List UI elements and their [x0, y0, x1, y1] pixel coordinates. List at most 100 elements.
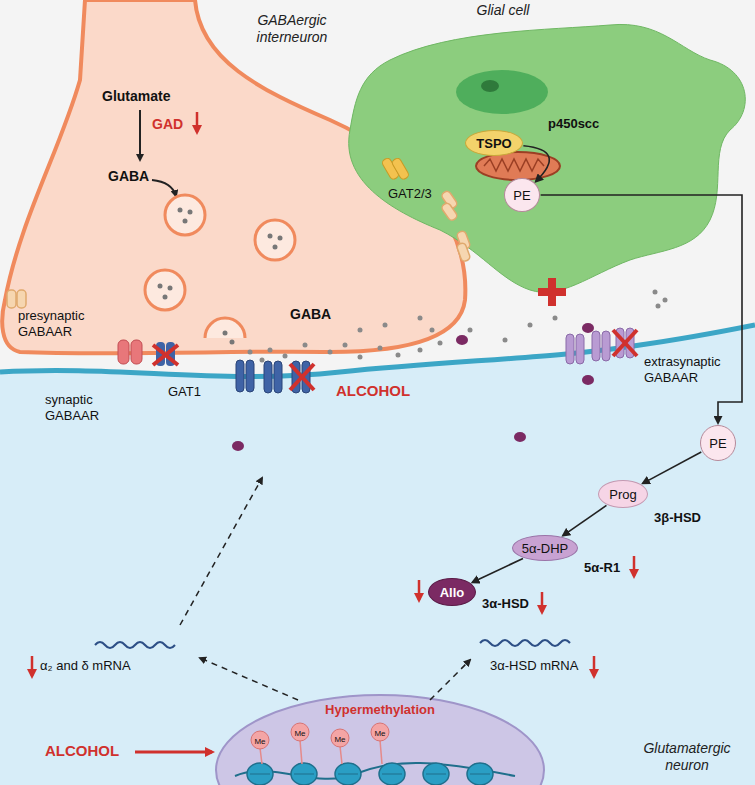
down-arrows — [633, 556, 636, 576]
node-label: PE — [709, 436, 726, 451]
glial-red-plus — [548, 278, 556, 306]
vesicle-gaba — [188, 210, 193, 215]
synaptic-receptor — [236, 360, 310, 393]
annotation-label: GAD — [152, 116, 192, 133]
cleft-gaba — [418, 348, 423, 353]
gat1-transporter — [156, 342, 175, 366]
annotation-label: α₂ and δ mRNA — [40, 658, 170, 674]
vesicle-gaba — [273, 245, 278, 250]
cleft-gaba — [468, 328, 473, 333]
cleft-gaba — [358, 355, 363, 360]
mitochondrion — [476, 152, 560, 180]
annotation-label: presynaptic GABAAR — [18, 308, 114, 339]
synaptic-receptor — [236, 360, 244, 392]
pathway-arrow — [523, 146, 549, 182]
red-cross — [290, 364, 314, 390]
gaba-to-vesicle-arrow — [152, 180, 176, 196]
cleft-gaba — [358, 328, 363, 333]
enzyme-label: p450scc — [548, 116, 599, 132]
glutamatergic-neuron: Glutamatergic neuronPEProg5α-DHPAlloHype… — [0, 300, 755, 785]
vesicle-gaba — [168, 286, 173, 291]
allopregnanolone-dots — [514, 432, 526, 442]
cleft-gaba — [383, 323, 388, 328]
vesicles — [255, 220, 295, 260]
glial-red-plus — [538, 278, 566, 306]
cleft-gaba — [268, 348, 273, 353]
cleft-gaba — [553, 316, 558, 321]
annotation-label: extrasynaptic GABAAR — [644, 354, 736, 385]
down-arrows — [541, 592, 544, 612]
transporter — [441, 202, 459, 222]
allopregnanolone-dots — [582, 375, 594, 385]
glutamate-to-gaba-arrow — [139, 110, 141, 160]
extrasynaptic-receptor — [626, 328, 634, 358]
cleft-gaba — [438, 341, 443, 346]
cleft-gaba — [653, 290, 658, 295]
annotation-label: ALCOHOL — [336, 382, 416, 400]
mitochondrion — [476, 152, 560, 180]
extrasynaptic-receptor — [566, 334, 574, 364]
node-label: Prog — [609, 487, 636, 502]
dashed-arrows — [200, 658, 298, 700]
extrasynaptic-receptor — [602, 331, 610, 361]
methyl-mark: Me — [328, 732, 352, 748]
glial-cell: Glial cellTSPOPE — [330, 0, 755, 310]
node-label: TSPO — [476, 136, 511, 151]
annotation-label: Glutamate — [102, 88, 182, 105]
allopregnanolone-dots — [232, 441, 244, 451]
glutamate-to-gaba-arrow — [140, 110, 141, 160]
transporter — [17, 290, 26, 308]
cleft-gaba — [343, 343, 348, 348]
annotation-label: 3α-HSD mRNA — [490, 658, 590, 674]
cleft-gaba — [303, 343, 308, 348]
down-arrows — [196, 112, 199, 132]
vesicle-gaba — [163, 295, 168, 300]
synaptic-receptor — [274, 361, 282, 393]
pathway-arrow — [472, 558, 523, 582]
methyl-mark: Me — [368, 726, 392, 742]
gat23-transporter — [391, 157, 410, 181]
annotation-label: GAT1 — [168, 384, 210, 400]
cleft-gaba — [430, 328, 435, 333]
down-arrows — [32, 112, 634, 676]
metabolite-circle: PE — [700, 425, 736, 461]
synaptic-receptor — [292, 361, 300, 393]
mrna-strands — [95, 640, 570, 648]
extrasynaptic-receptor — [566, 328, 634, 364]
mrna-strands — [95, 642, 175, 648]
alcohol-arrow — [135, 752, 212, 753]
red-cross — [290, 364, 314, 390]
red-cross — [613, 330, 637, 356]
annotation-label: synaptic GABAAR — [45, 392, 125, 423]
allopregnanolone: Allo — [428, 578, 476, 606]
mitochondrion — [484, 159, 544, 171]
down-arrows — [418, 580, 421, 600]
cleft-gaba — [418, 316, 423, 321]
synaptic-receptor — [264, 361, 272, 393]
synaptic-receptor — [302, 361, 310, 393]
down-arrows — [31, 656, 34, 676]
down-arrows — [593, 656, 596, 676]
transporter — [456, 242, 471, 262]
alcohol-arrow — [135, 751, 212, 754]
cleft-gaba — [396, 353, 401, 358]
metabolite-ellipse: Prog — [598, 480, 648, 508]
vesicle-gaba — [158, 208, 283, 345]
methyl-mark: Me — [288, 726, 312, 742]
extrasynaptic-receptor — [592, 331, 600, 361]
extrasynaptic-receptor — [576, 334, 584, 364]
vesicle-gaba — [183, 219, 188, 224]
gat23-transporter — [381, 157, 410, 181]
synaptic-receptor — [246, 360, 254, 392]
cell-label: GABAergic interneuron — [232, 12, 352, 46]
cleft-gaba — [656, 304, 661, 309]
allopregnanolone-dots — [456, 335, 468, 345]
vesicles — [145, 270, 185, 310]
enzyme-label: 3β-HSD — [654, 510, 701, 526]
transporter — [7, 190, 471, 308]
cleft-gaba — [378, 346, 383, 351]
node-label: Allo — [440, 585, 465, 600]
cell-label: Glial cell — [458, 2, 548, 19]
dashed-arrows — [180, 478, 470, 700]
